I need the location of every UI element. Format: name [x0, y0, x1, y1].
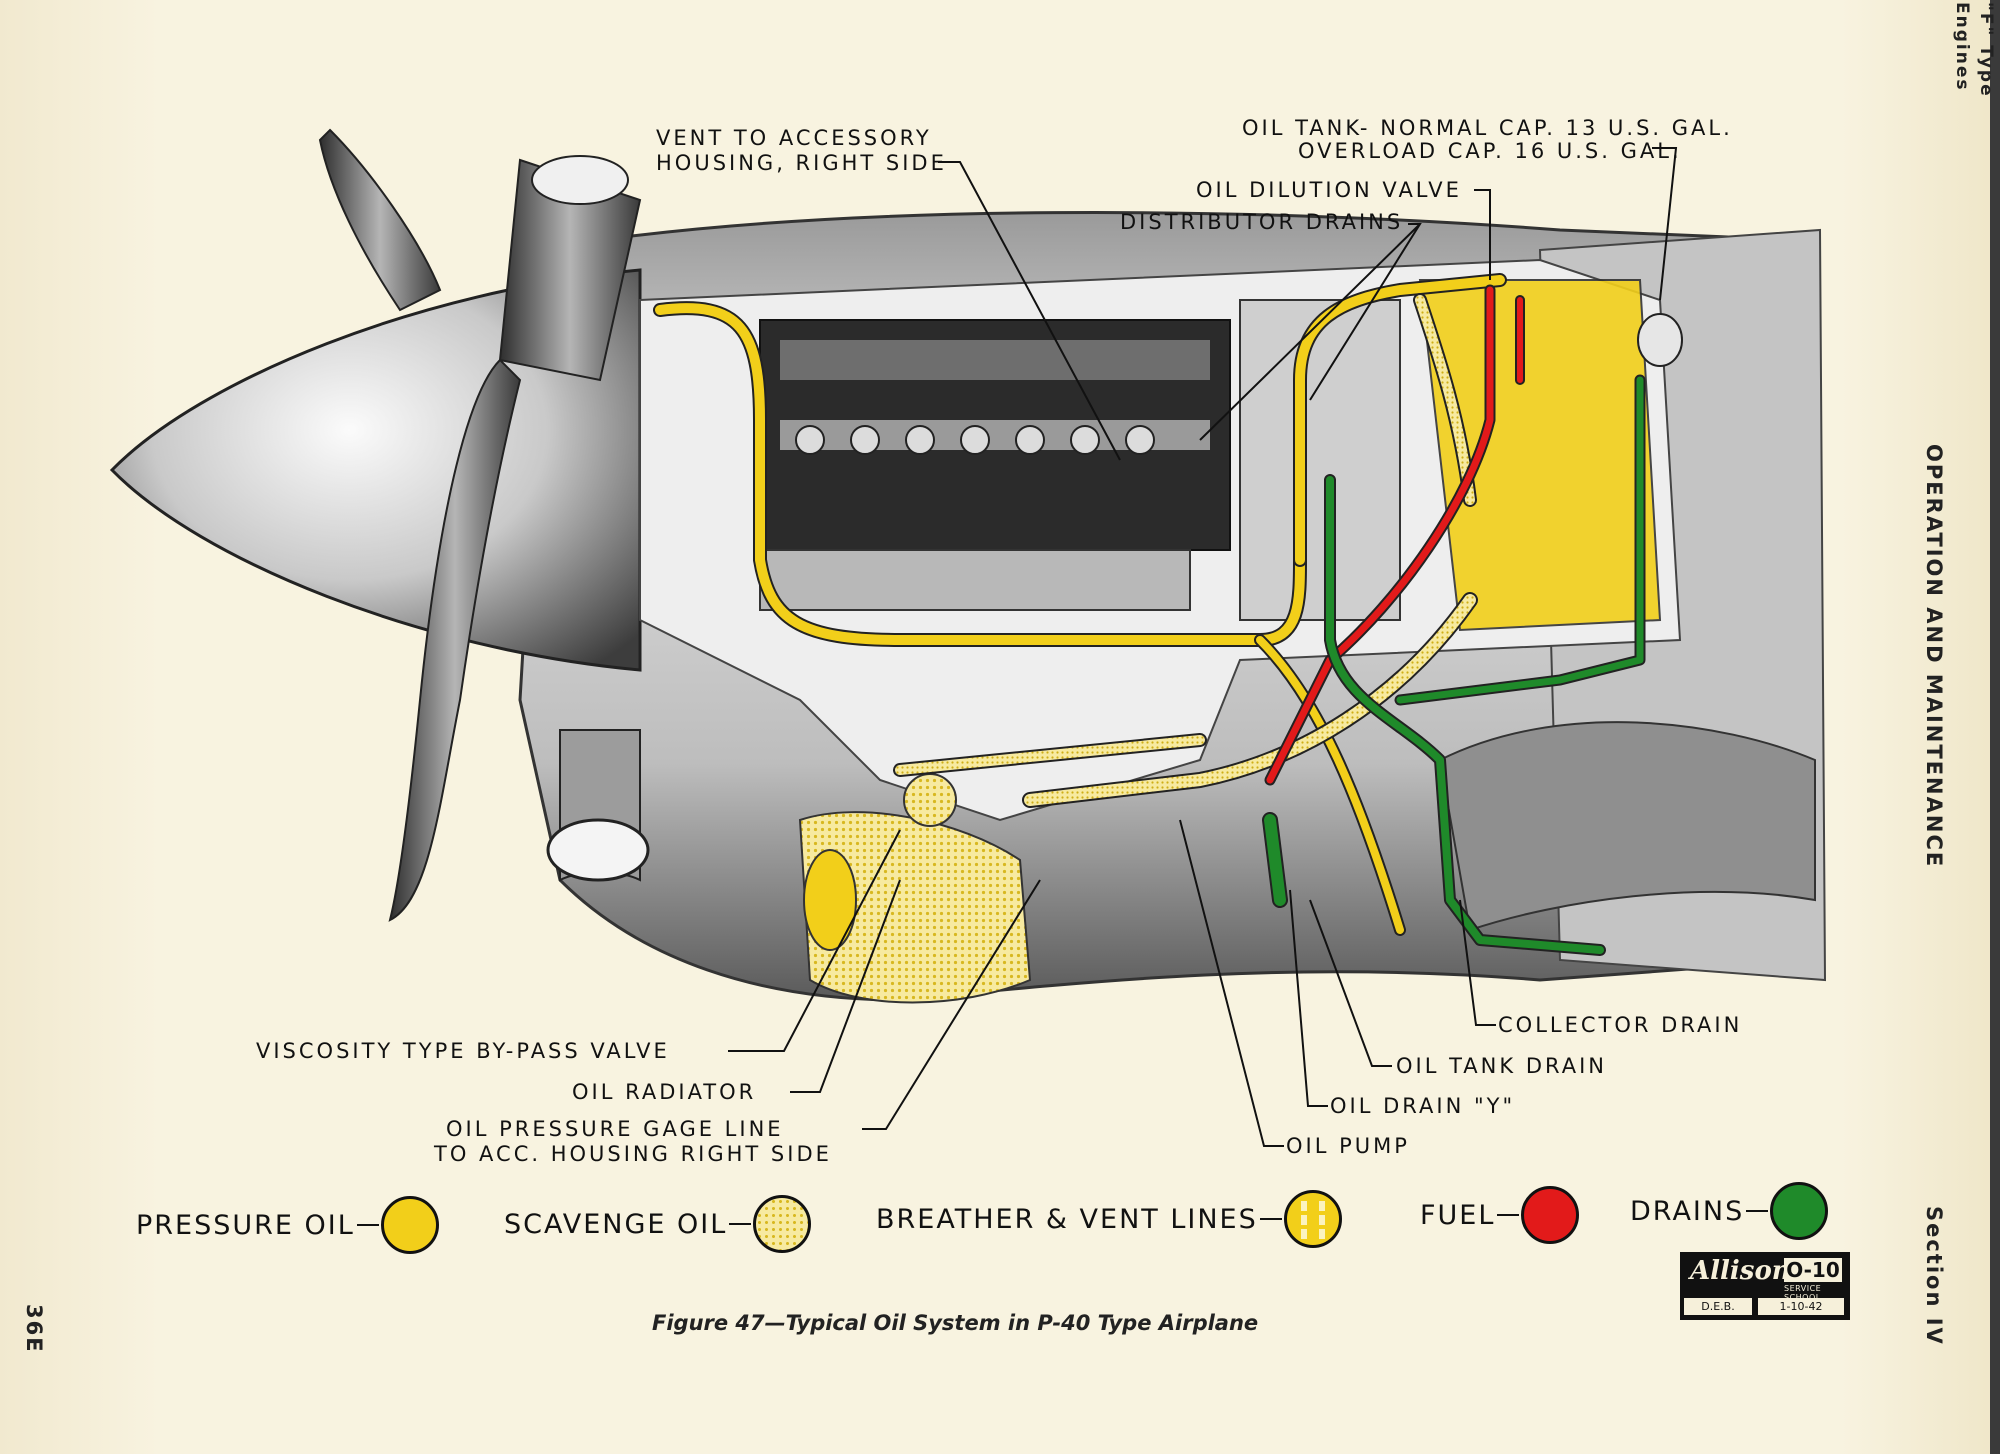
legend-swatch-fuel: [1521, 1186, 1580, 1244]
callout-gage-line-1: OIL PRESSURE GAGE LINE: [446, 1117, 784, 1141]
allison-stamp: Allison O-10 SERVICE SCHOOL D.E.B. 1-10-…: [1680, 1252, 1850, 1320]
stamp-initials: D.E.B.: [1684, 1298, 1752, 1315]
legend-leader: [1497, 1214, 1520, 1216]
page-edge: [1990, 0, 2000, 1454]
stamp-school: SERVICE SCHOOL: [1784, 1284, 1822, 1302]
legend-scavenge-oil: SCAVENGE OIL: [504, 1195, 812, 1253]
callout-oil-drain-y: OIL DRAIN "Y": [1330, 1094, 1516, 1118]
legend-swatch-drains: [1770, 1182, 1829, 1240]
figure-caption: Figure 47—Typical Oil System in P-40 Typ…: [652, 1311, 1259, 1335]
legend-label: BREATHER & VENT LINES: [876, 1203, 1258, 1235]
legend-swatch-breather-vent: [1283, 1190, 1342, 1248]
stamp-date: 1-10-42: [1758, 1298, 1844, 1315]
callout-vent-accessory-line2: HOUSING, RIGHT SIDE: [656, 151, 947, 175]
legend-breather-vent: BREATHER & VENT LINES: [876, 1190, 1342, 1248]
callout-collector-drain: COLLECTOR DRAIN: [1498, 1013, 1743, 1037]
callout-vent-accessory-line1: VENT TO ACCESSORY: [656, 126, 932, 150]
callout-oil-pump: OIL PUMP: [1286, 1134, 1410, 1158]
legend-leader: [1259, 1218, 1282, 1220]
legend-leader: [729, 1223, 752, 1225]
legend-label: DRAINS: [1630, 1195, 1745, 1227]
callout-oil-dilution-valve: OIL DILUTION VALVE: [1196, 178, 1462, 202]
legend-fuel: FUEL: [1420, 1186, 1580, 1244]
callout-oil-radiator: OIL RADIATOR: [572, 1080, 757, 1104]
stamp-script: Allison: [1690, 1256, 1791, 1286]
legend-pressure-oil: PRESSURE OIL: [136, 1196, 439, 1254]
callout-distributor-drains: DISTRIBUTOR DRAINS: [1120, 210, 1404, 234]
legend-leader: [1746, 1210, 1769, 1212]
legend-swatch-pressure-oil: [380, 1196, 439, 1254]
legend-swatch-scavenge-oil: [753, 1195, 812, 1253]
legend-drains: DRAINS: [1630, 1182, 1829, 1240]
stamp-code: O-10: [1784, 1258, 1842, 1282]
callout-oil-tank-line2: OVERLOAD CAP. 16 U.S. GAL.: [1298, 139, 1682, 163]
legend-leader: [356, 1224, 379, 1226]
callout-oil-tank-line1: OIL TANK- NORMAL CAP. 13 U.S. GAL.: [1242, 116, 1733, 140]
callout-gage-line-2: TO ACC. HOUSING RIGHT SIDE: [434, 1142, 832, 1166]
callout-oil-tank-drain: OIL TANK DRAIN: [1396, 1054, 1607, 1078]
legend-label: FUEL: [1420, 1199, 1496, 1231]
legend-label: PRESSURE OIL: [136, 1209, 355, 1241]
callout-viscosity-valve: VISCOSITY TYPE BY-PASS VALVE: [256, 1039, 670, 1063]
legend-label: SCAVENGE OIL: [504, 1208, 728, 1240]
